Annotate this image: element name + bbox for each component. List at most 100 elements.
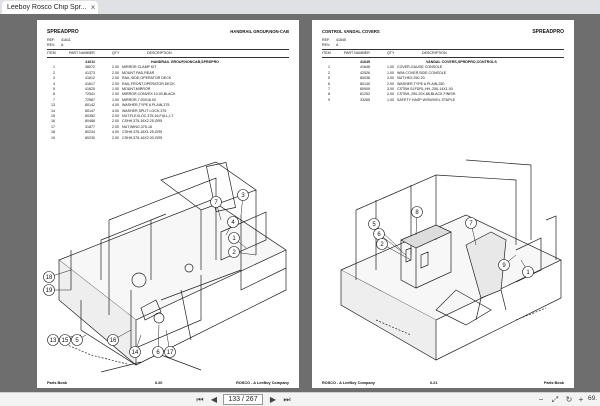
- cell-item: 17: [51, 124, 55, 129]
- svg-text:2: 2: [232, 250, 236, 256]
- last-page-icon[interactable]: ⏭: [283, 395, 291, 404]
- callout-5: 5: [71, 334, 87, 346]
- svg-text:18: 18: [46, 275, 53, 281]
- previous-page-icon[interactable]: ◀: [210, 395, 218, 404]
- footer-page-number: 6.20: [155, 381, 163, 385]
- cell-desc: MIRROR CLAMP KIT: [122, 65, 157, 70]
- pdf-viewer[interactable]: SPREADPRO HANDRAIL GROUP,NON-CAB REF: 41…: [0, 14, 600, 392]
- browser-tab[interactable]: Leeboy Rosco Chip Spr... ×: [2, 1, 98, 14]
- cell-desc: WASHER,SPLIT LOCK,375: [122, 108, 167, 113]
- cell-item: 9: [328, 97, 330, 102]
- cell-item: 16: [51, 119, 55, 124]
- cell-qty: [95, 60, 119, 64]
- section-title: HANDRAIL GROUP,NON-CAB: [230, 29, 289, 34]
- cell-item: 15: [51, 114, 55, 118]
- cell-part: 72541: [85, 92, 95, 97]
- callout-2: 2: [376, 238, 412, 261]
- col-part: PART NUMBER: [69, 51, 95, 55]
- cell-part: 80142: [85, 103, 95, 108]
- cell-qty: 1.00: [387, 97, 394, 102]
- svg-text:2: 2: [380, 242, 384, 248]
- cell-qty: 2.00: [387, 76, 394, 81]
- cell-desc: RAIL,SIDE,OPERATOR DECK: [122, 76, 172, 81]
- page-number-input[interactable]: 133 / 267: [223, 394, 263, 405]
- cell-item: 19: [51, 135, 55, 140]
- close-icon[interactable]: ×: [90, 3, 96, 12]
- callout-16: 16: [107, 329, 132, 346]
- cell-part: 80140: [360, 81, 370, 86]
- cell-qty: 2.00: [112, 76, 119, 81]
- svg-text:7: 7: [214, 200, 218, 206]
- next-page-icon[interactable]: ▶: [269, 395, 277, 404]
- svg-text:17: 17: [167, 350, 174, 356]
- svg-text:1: 1: [526, 270, 530, 276]
- cell-part: 41611: [85, 60, 95, 64]
- cell-qty: 1.00: [112, 97, 119, 102]
- cell-desc: NUT,WING,375-16: [122, 124, 152, 129]
- cell-desc: HANDRAIL GROUP,NONCAB,SPRDPRO: [151, 60, 219, 64]
- pdf-page-left: SPREADPRO HANDRAIL GROUP,NON-CAB REF: 41…: [37, 20, 299, 388]
- cell-item: 2: [53, 70, 55, 75]
- cell-part: 41373: [85, 70, 95, 75]
- cell-qty: 2.00: [112, 81, 119, 86]
- cell-part: 41646: [360, 65, 370, 70]
- ref-label: REF:: [322, 38, 331, 42]
- cell-item: 5: [328, 76, 330, 81]
- cell-part: 31877: [85, 124, 95, 129]
- cell-item: 7: [53, 97, 55, 102]
- cell-qty: [370, 60, 394, 64]
- svg-text:3: 3: [241, 193, 245, 199]
- cell-part: 80234: [85, 130, 95, 135]
- col-qty: QTY: [387, 51, 395, 55]
- cell-qty: 4.00: [112, 108, 119, 113]
- zoom-level[interactable]: 69.: [588, 395, 598, 402]
- rev-label: REV:: [47, 43, 56, 47]
- header-rule: [47, 49, 289, 50]
- browser-tab-bar: Leeboy Rosco Chip Spr... ×: [0, 0, 600, 14]
- zoom-in-icon[interactable]: +: [578, 395, 584, 404]
- footer-book: Parts Book: [47, 381, 68, 385]
- col-description: DESCRIPTION: [422, 51, 447, 55]
- callout-1: 1: [520, 259, 534, 278]
- zoom-out-icon[interactable]: −: [538, 395, 544, 404]
- first-page-icon[interactable]: ⏮: [196, 395, 204, 404]
- cell-desc: CSHH,375-16X2.25,GR5: [122, 119, 163, 124]
- callout-1: 1: [228, 232, 247, 249]
- cell-item: 3: [53, 76, 55, 81]
- cell-part: 80147: [85, 108, 95, 113]
- cell-qty: 2.00: [387, 92, 394, 97]
- cell-desc: NUT,FLEXLOC,375-16,FULL,LT: [122, 114, 174, 118]
- cell-qty: 2.00: [112, 70, 119, 75]
- cell-desc: COVER,GAUGE CONSOLE: [397, 65, 443, 70]
- callout-4: 4: [225, 216, 239, 236]
- cell-part: 41612: [85, 76, 95, 81]
- callout-7: 7: [465, 217, 477, 246]
- rotate-icon[interactable]: ↻: [565, 395, 573, 404]
- cell-desc: MOUNT,MIRROR: [122, 87, 151, 91]
- cell-desc: NUT,HEX,250-20: [397, 76, 425, 81]
- callout-17: 17: [164, 329, 176, 358]
- cell-qty: 4.00: [112, 103, 119, 108]
- cell-desc: VANDAL COVERS,SPRDPRO,CONTROLS: [426, 60, 497, 64]
- cell-part: 42526: [360, 70, 370, 75]
- svg-text:8: 8: [415, 210, 419, 216]
- cell-desc: WASHER,TYPE A PLAIN,250: [397, 81, 445, 86]
- callout-14: 14: [129, 334, 142, 358]
- header-rule: [322, 57, 564, 58]
- callout-7: 7: [210, 196, 222, 221]
- cell-desc: MIRROR,CONVEX 10.00,BLACK: [122, 92, 176, 97]
- svg-text:16: 16: [110, 338, 117, 344]
- fit-page-icon[interactable]: ⤢: [551, 395, 559, 404]
